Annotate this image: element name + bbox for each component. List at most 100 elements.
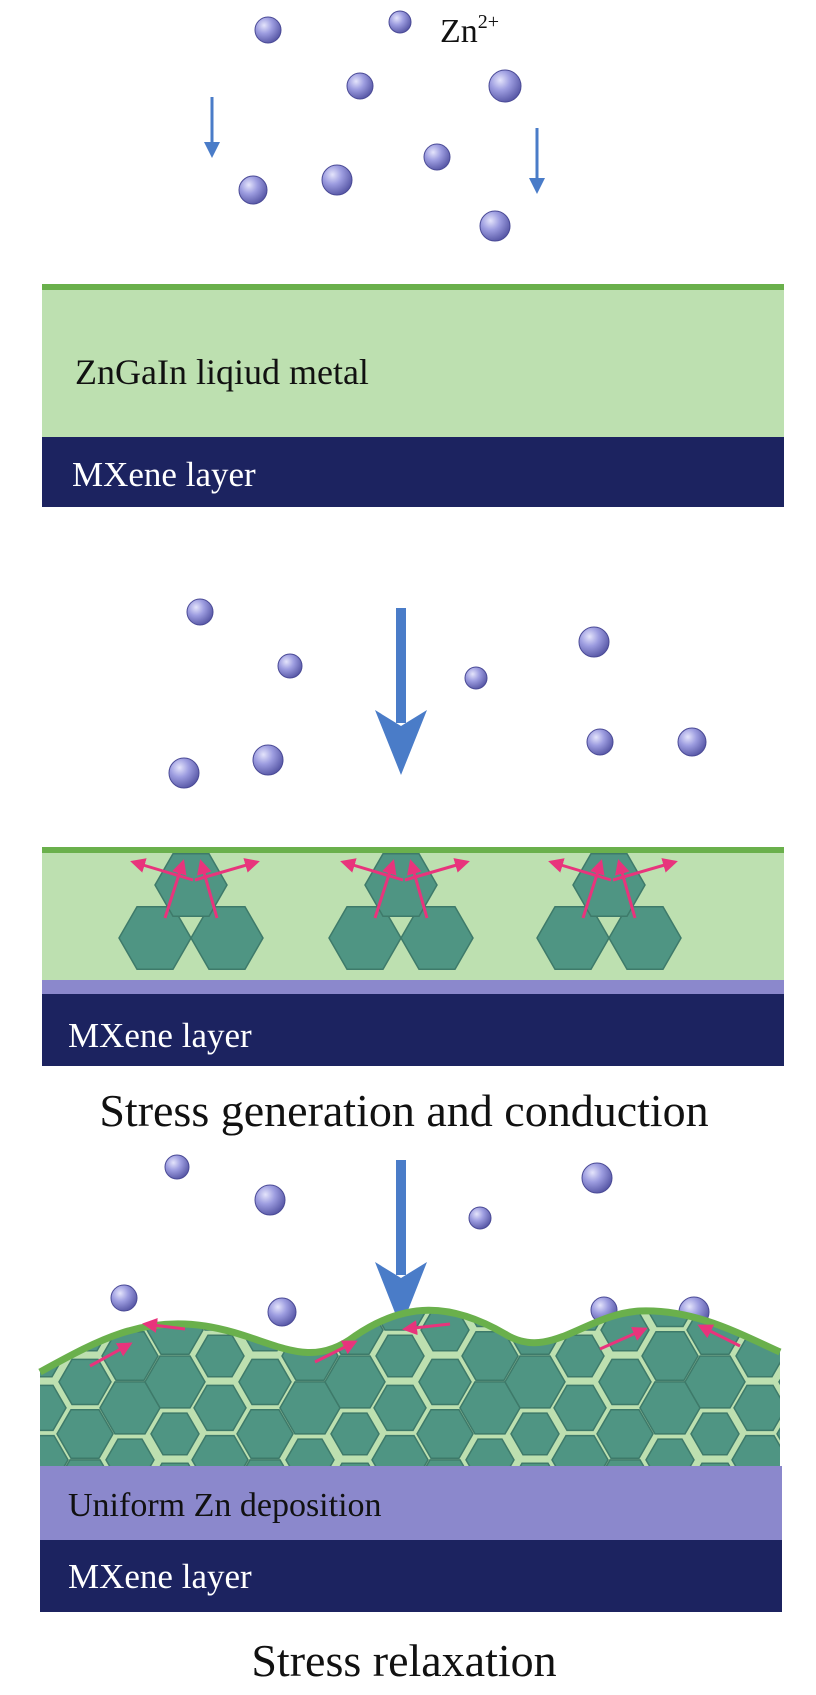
zn-hexagon xyxy=(508,1462,562,1466)
small-down-arrow-icon xyxy=(529,128,545,194)
zn-hexagon xyxy=(641,1330,699,1381)
process-arrow-icon xyxy=(375,1160,427,1328)
zn-hexagon xyxy=(551,1434,609,1466)
zn-hexagon xyxy=(684,1355,746,1409)
mxene-layer xyxy=(42,994,784,1066)
zn-hexagon xyxy=(594,1459,656,1466)
stress-arrow-icon xyxy=(581,859,605,919)
zn-hexagon xyxy=(510,1412,560,1456)
zn-ion-sphere xyxy=(252,744,284,776)
liquid-metal-label: ZnGaIn liqiud metal xyxy=(75,352,369,392)
zn-hexagon xyxy=(148,1462,202,1466)
zn-hexagon xyxy=(56,1408,114,1459)
zn-hexagon xyxy=(191,1434,249,1466)
stress-arrow-icon xyxy=(130,858,194,882)
liquid-metal-surface xyxy=(38,1306,782,1376)
zn-ion-sphere xyxy=(277,653,303,679)
caption-stress-generation: Stress generation and conduction xyxy=(99,1085,708,1136)
zn-ion-sphere xyxy=(677,727,707,757)
stress-arrow-icon xyxy=(197,859,219,919)
stress-arrow-icon xyxy=(599,1327,648,1351)
stress-arrow-icon xyxy=(194,858,260,882)
liquid-metal-layer xyxy=(42,287,784,437)
zn-ion-sphere xyxy=(254,1184,286,1216)
uniform-zn-label: Uniform Zn deposition xyxy=(68,1487,382,1524)
mxene-layer xyxy=(42,437,784,507)
zn-hexagon xyxy=(150,1412,200,1456)
stress-arrow-icon xyxy=(548,858,612,882)
stress-arrow-icon xyxy=(402,1320,451,1336)
zn-hexagon xyxy=(193,1384,247,1432)
zn-hexagon xyxy=(598,1358,652,1406)
stress-arrow-icon xyxy=(612,858,678,882)
zn-hexagon xyxy=(400,906,474,970)
zn-ion-sphere xyxy=(186,598,214,626)
zn-ions-panel-2 xyxy=(168,598,707,789)
zn-ion-sphere xyxy=(388,10,412,34)
mxene-label: MXene layer xyxy=(72,455,256,494)
zn-nuclei xyxy=(118,853,682,970)
zn-hexagon xyxy=(779,1567,816,1612)
zn-ion-sphere xyxy=(321,164,353,196)
zn-hexagon xyxy=(373,1384,427,1432)
stress-arrows xyxy=(130,858,678,919)
zn-ion-sphere xyxy=(464,666,488,690)
zn-hexagon xyxy=(416,1408,474,1459)
liquid-metal-surface xyxy=(42,284,784,290)
zn-ion-sphere xyxy=(479,210,511,242)
zn-ion-sphere xyxy=(581,1162,613,1194)
zn-hexagon xyxy=(234,1459,296,1466)
liquid-metal-surface xyxy=(42,847,784,853)
stress-arrow-icon xyxy=(163,859,187,919)
stress-arrow-icon xyxy=(142,1318,186,1333)
zn-hexagon xyxy=(420,1310,470,1352)
zn-ions-panel-1 xyxy=(238,10,522,242)
zn-hexagon xyxy=(733,1384,780,1432)
zn-hexagon xyxy=(54,1459,116,1466)
mxene-label: MXene layer xyxy=(68,1557,252,1596)
zn-hexagon xyxy=(285,1438,335,1466)
zn-hexagon xyxy=(731,1434,780,1466)
zn-hexagon xyxy=(776,1408,780,1459)
zn-ion-label: Zn2+ xyxy=(440,11,499,50)
zn-ion-sphere xyxy=(164,1154,190,1180)
zn-hexagon xyxy=(330,1412,380,1456)
stress-arrow-icon xyxy=(373,859,397,919)
zn-hexagon xyxy=(729,1310,780,1331)
zn-hexagon xyxy=(645,1438,695,1466)
zn-ion-sphere xyxy=(468,1206,492,1230)
zn-hexagon xyxy=(58,1358,112,1406)
mxene-layer xyxy=(40,1540,782,1612)
zn-hexagon xyxy=(553,1384,607,1432)
zn-hexagon xyxy=(40,1434,69,1466)
panel-stress-relaxation xyxy=(38,1154,816,1612)
zn-hexagon xyxy=(40,1310,71,1331)
zn-hexagon xyxy=(781,1309,816,1351)
zn-ion-sphere xyxy=(488,69,522,103)
zn-seed-layer xyxy=(42,980,784,994)
zn-hexagon xyxy=(324,1355,386,1409)
zn-ion-sphere xyxy=(238,175,268,205)
zn-hexagon xyxy=(418,1358,472,1406)
zn-ion-sphere xyxy=(168,757,200,789)
zn-hexagon xyxy=(328,1462,382,1466)
zn-ion-sphere xyxy=(254,16,282,44)
zn-hexagon xyxy=(105,1438,155,1466)
zn-hexagon xyxy=(781,1517,816,1559)
panel-initial: Zn2+ ZnGaIn liqiud metal MXene layer xyxy=(42,10,784,507)
stress-arrow-icon xyxy=(404,858,470,882)
panel-stress-generation: MXene layer Stress generation and conduc… xyxy=(42,598,784,1136)
zn-hexagon xyxy=(375,1334,425,1378)
zn-ion-sphere xyxy=(586,728,614,756)
zn-hexagon xyxy=(238,1358,292,1406)
zn-hexagon xyxy=(190,906,264,970)
zn-ion-sphere xyxy=(346,72,374,100)
stress-arrow-icon xyxy=(314,1340,358,1364)
mxene-label: MXene layer xyxy=(68,1016,252,1055)
stress-arrow-icon xyxy=(89,1342,133,1368)
zn-ion-sphere xyxy=(267,1297,297,1327)
small-down-arrow-icon xyxy=(204,97,220,158)
process-arrow-icon xyxy=(375,608,427,775)
zn-hexagon xyxy=(608,906,682,970)
